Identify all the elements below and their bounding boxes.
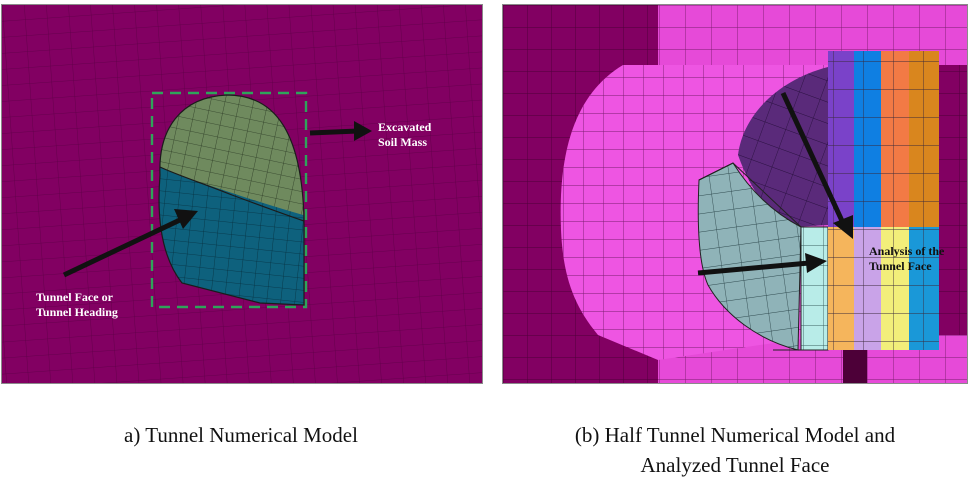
panel-a-diagram: Excavated Soil Mass Tunnel Face or Tunne… — [2, 5, 482, 383]
panel-b-diagram: Analysis of the Tunnel Face — [503, 5, 967, 383]
tunnel-cut-surface — [697, 162, 802, 351]
tunnel-interior-top — [738, 67, 828, 227]
excavated-arrow-head — [354, 121, 372, 141]
lower-arrow-shaft — [697, 260, 810, 276]
excavated-region — [158, 95, 304, 305]
panel-a-tunnel-numerical-model: Excavated Soil Mass Tunnel Face or Tunne… — [1, 4, 483, 384]
excavated-arrow-shaft — [309, 128, 359, 136]
excavation-outline — [158, 94, 305, 306]
panel-b-half-tunnel-model: Analysis of the Tunnel Face — [502, 4, 968, 384]
caption-panel-a: a) Tunnel Numerical Model — [0, 420, 482, 450]
upper-arrow-head — [833, 215, 853, 239]
support-post — [843, 350, 867, 383]
excavated-label-line2: Soil Mass — [378, 135, 427, 149]
face-label-line2: Tunnel Heading — [36, 305, 118, 319]
face-color-columns — [828, 51, 939, 350]
caption-panel-b: (b) Half Tunnel Numerical Model and Anal… — [502, 420, 968, 480]
caption-b-line2: Analyzed Tunnel Face — [640, 453, 830, 477]
lower-arrow-head — [805, 253, 827, 273]
face-arrow-head — [174, 209, 198, 229]
excavated-label-line1: Excavated — [378, 120, 432, 134]
analysis-label-line2: Tunnel Face — [869, 259, 932, 273]
tunnel-lining-left — [560, 65, 658, 360]
analysis-label-line1: Analysis of the — [869, 244, 945, 258]
upper-arrow-shaft — [780, 91, 846, 225]
caption-b-line1: (b) Half Tunnel Numerical Model and — [574, 423, 896, 447]
face-label-line1: Tunnel Face or — [36, 290, 114, 304]
face-arrow-shaft — [62, 216, 184, 278]
face-boundary-line — [159, 166, 304, 222]
face-cell-grid — [828, 51, 939, 350]
caption-a-text: a) Tunnel Numerical Model — [124, 423, 358, 447]
face-strip-cyan — [800, 226, 829, 351]
dashed-selection-box — [150, 91, 308, 309]
